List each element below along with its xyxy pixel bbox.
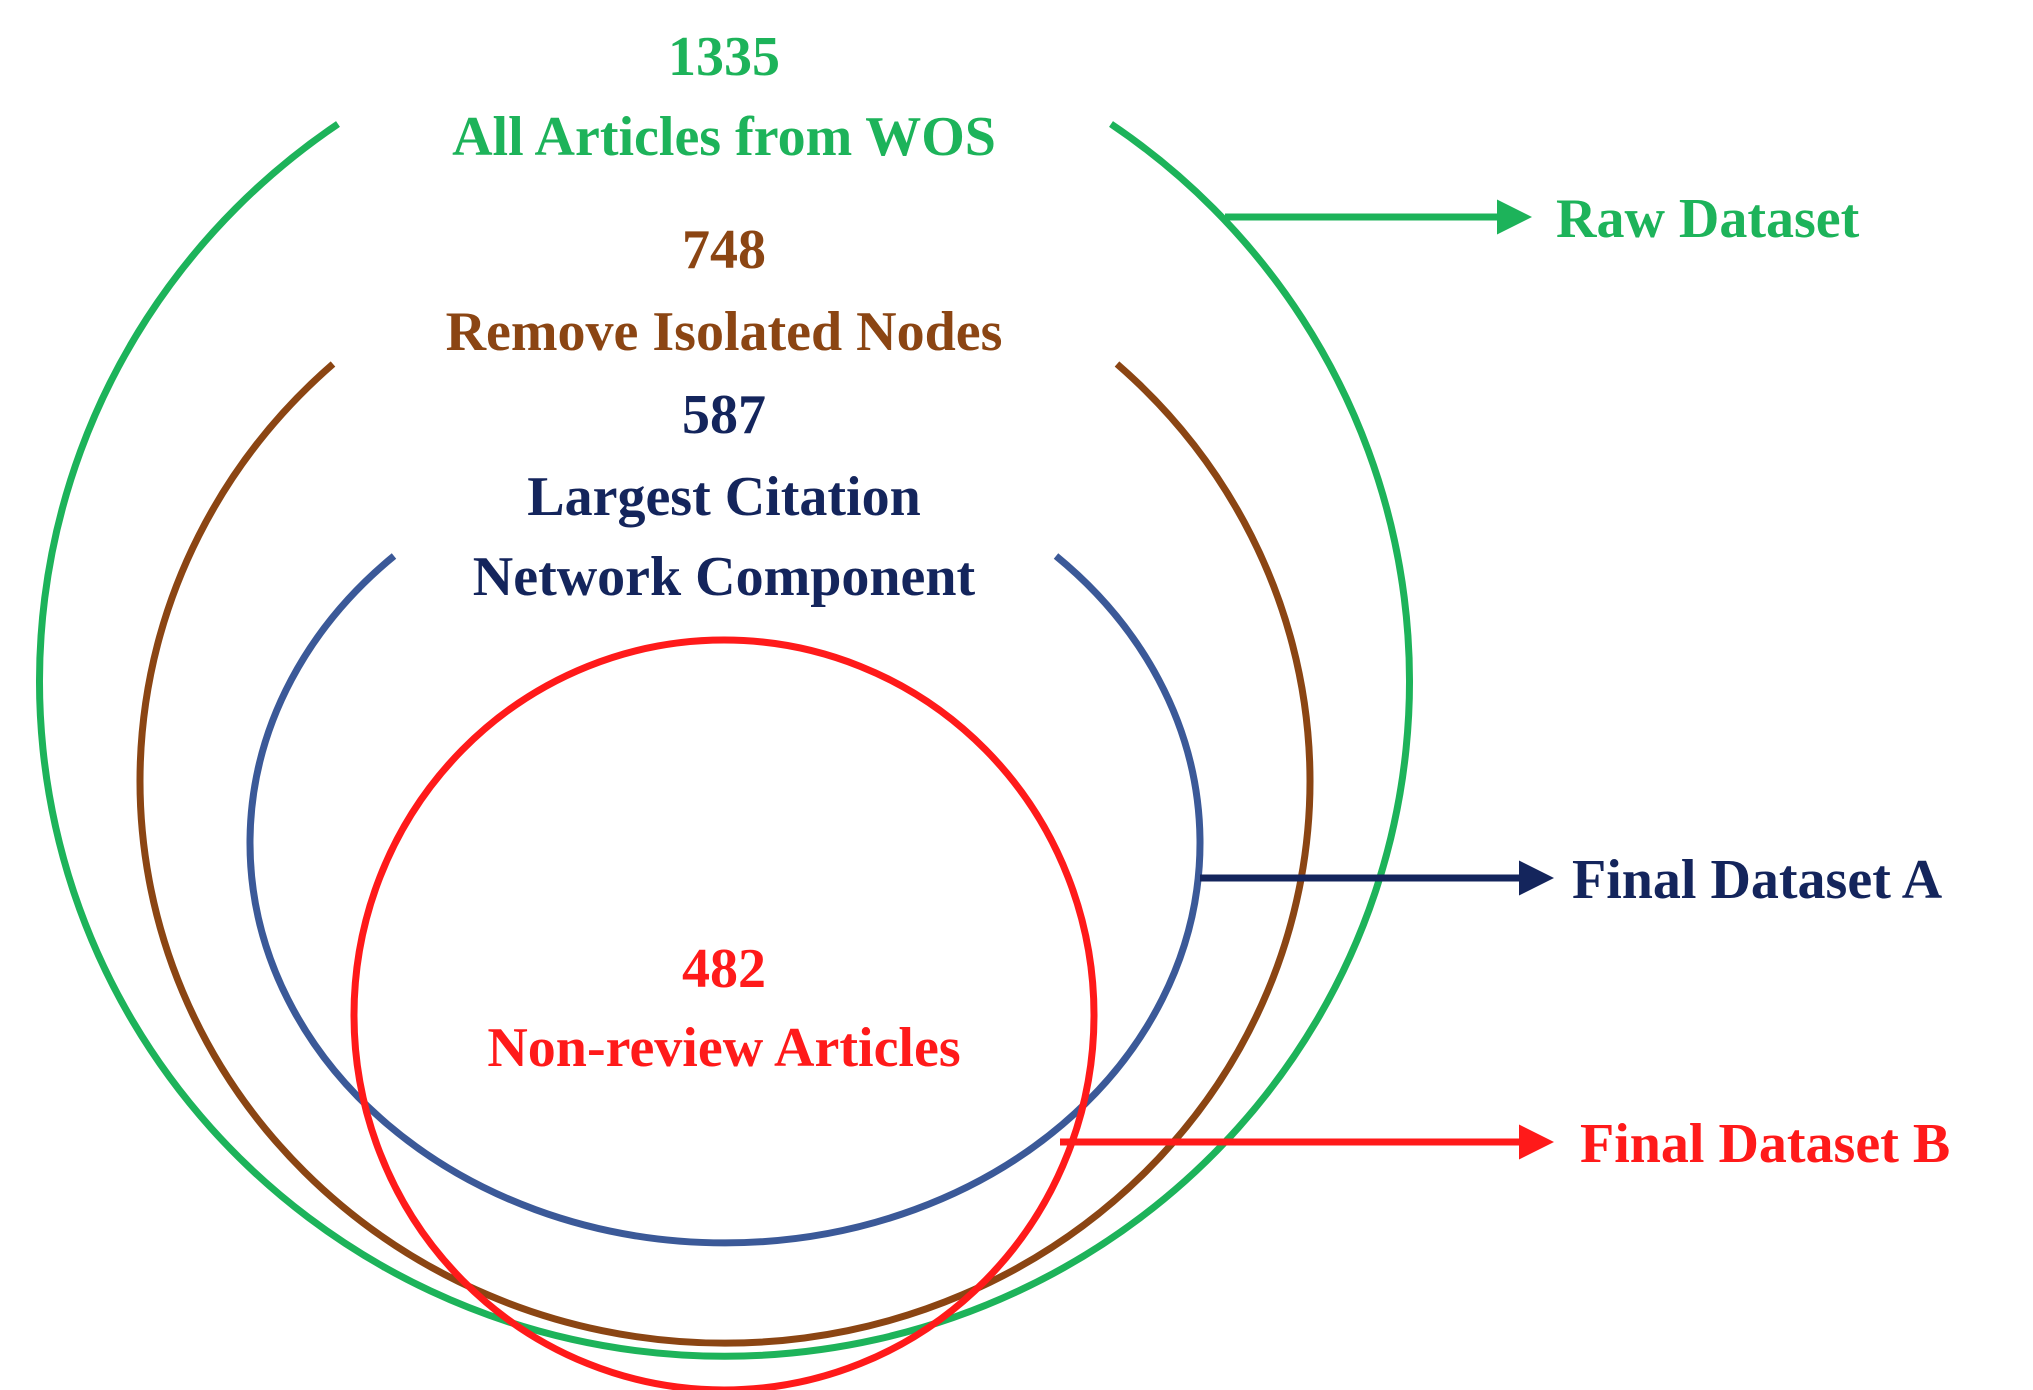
largest-count: 587 [682,384,766,446]
largest-component-arc [246,553,1204,1247]
final-dataset-a-label: Final Dataset A [1572,849,1943,911]
raw-count: 1335 [668,26,780,88]
nonreview-count: 482 [682,938,766,1000]
isolated-label: Remove Isolated Nodes [446,301,1003,363]
largest-label-line1: Largest Citation [527,466,921,528]
final-dataset-b-label: Final Dataset B [1580,1113,1950,1175]
raw-set-arc [36,121,1413,1360]
nonreview-set-circle [350,636,1098,1390]
raw-dataset-label: Raw Dataset [1556,188,1860,250]
isolated-count: 748 [682,219,766,281]
isolated-set-arc [136,361,1314,1347]
nonreview-label: Non-review Articles [487,1017,960,1079]
largest-label-line2: Network Component [473,546,976,608]
raw-label: All Articles from WOS [452,106,996,168]
